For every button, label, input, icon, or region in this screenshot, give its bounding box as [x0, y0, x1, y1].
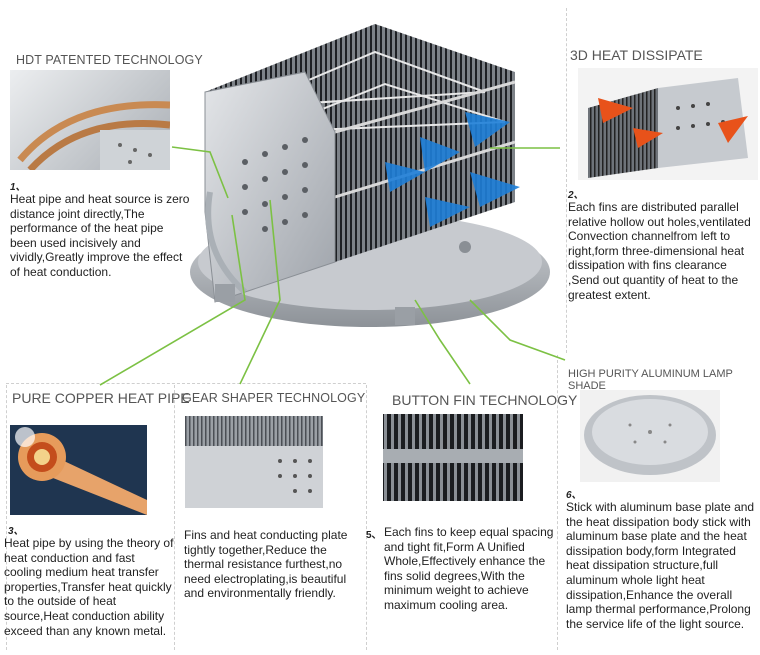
- button-fin-thumbnail: [383, 414, 523, 501]
- gear-shaper-thumbnail: [185, 416, 323, 508]
- lamp-shade-thumbnail: [580, 390, 720, 482]
- 3d-heat-thumbnail: [578, 68, 758, 180]
- section-4-text: Fins and heat conducting plate tightly t…: [184, 528, 348, 601]
- section-5-text: Each fins to keep equal spacing and tigh…: [384, 525, 554, 612]
- section-3-number: 3、: [8, 526, 24, 537]
- copper-pipe-thumbnail: [10, 425, 147, 515]
- section-3-title: PURE COPPER HEAT PIPE: [12, 390, 190, 406]
- section-5-number: 5、: [366, 530, 382, 541]
- section-2-text: Each fins are distributed parallel relat…: [568, 200, 751, 302]
- section-6-title: HIGH PURITY ALUMINUM LAMP SHADE: [568, 368, 733, 392]
- hdt-thumbnail: [10, 70, 170, 170]
- section-2-number: 2、: [568, 190, 584, 201]
- section-6-number: 6、: [566, 490, 582, 501]
- section-3-text: Heat pipe by using the theory of heat co…: [4, 536, 174, 638]
- section-2-title: 3D HEAT DISSIPATE: [570, 47, 703, 63]
- section-6-text: Stick with aluminum base plate and the h…: [566, 500, 755, 631]
- section-5-title: BUTTON FIN TECHNOLOGY: [392, 392, 578, 408]
- section-1-text: Heat pipe and heat source is zero distan…: [10, 192, 190, 279]
- section-1-title: HDT PATENTED TECHNOLOGY: [16, 53, 203, 67]
- section-4-title: GEAR SHAPER TECHNOLOGY: [182, 391, 366, 405]
- section-1-number: 1、: [10, 182, 26, 193]
